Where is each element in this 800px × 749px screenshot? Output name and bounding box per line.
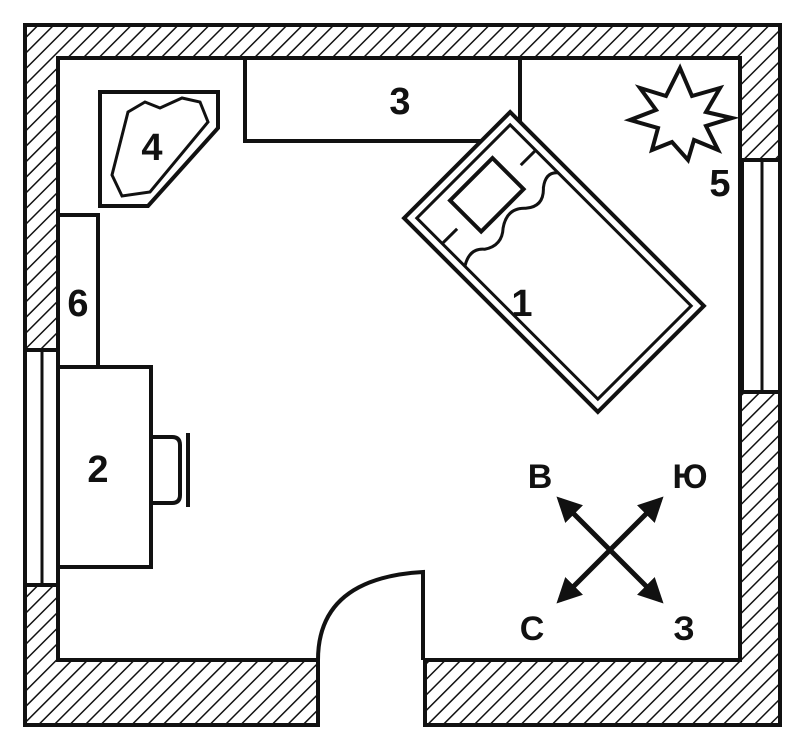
arrow-se-icon — [608, 548, 664, 604]
shelf: 6 — [56, 213, 100, 369]
compass: В Ю С З — [520, 458, 708, 648]
shelf-label: 6 — [67, 283, 88, 325]
wardrobe: 3 — [243, 56, 522, 143]
desk: 2 — [56, 365, 190, 569]
walls — [23, 23, 782, 727]
lamp-label: 5 — [709, 163, 730, 205]
desk-label: 2 — [87, 449, 108, 491]
bed-label: 1 — [511, 283, 532, 325]
arrow-ne-icon — [608, 496, 664, 552]
door — [316, 569, 425, 728]
compass-label-ne: Ю — [672, 458, 707, 496]
bed — [401, 109, 707, 415]
compass-label-nw: В — [528, 458, 553, 496]
compass-label-se: З — [673, 610, 694, 648]
wardrobe-label: 3 — [389, 81, 410, 123]
compass-label-sw: С — [520, 610, 545, 648]
right-window — [740, 158, 782, 394]
lamp: 5 — [623, 63, 740, 205]
armchair-label: 4 — [141, 127, 162, 169]
arrow-nw-icon — [556, 496, 612, 552]
left-window — [23, 348, 60, 587]
armchair: 4 — [98, 90, 220, 208]
arrow-sw-icon — [556, 548, 612, 604]
